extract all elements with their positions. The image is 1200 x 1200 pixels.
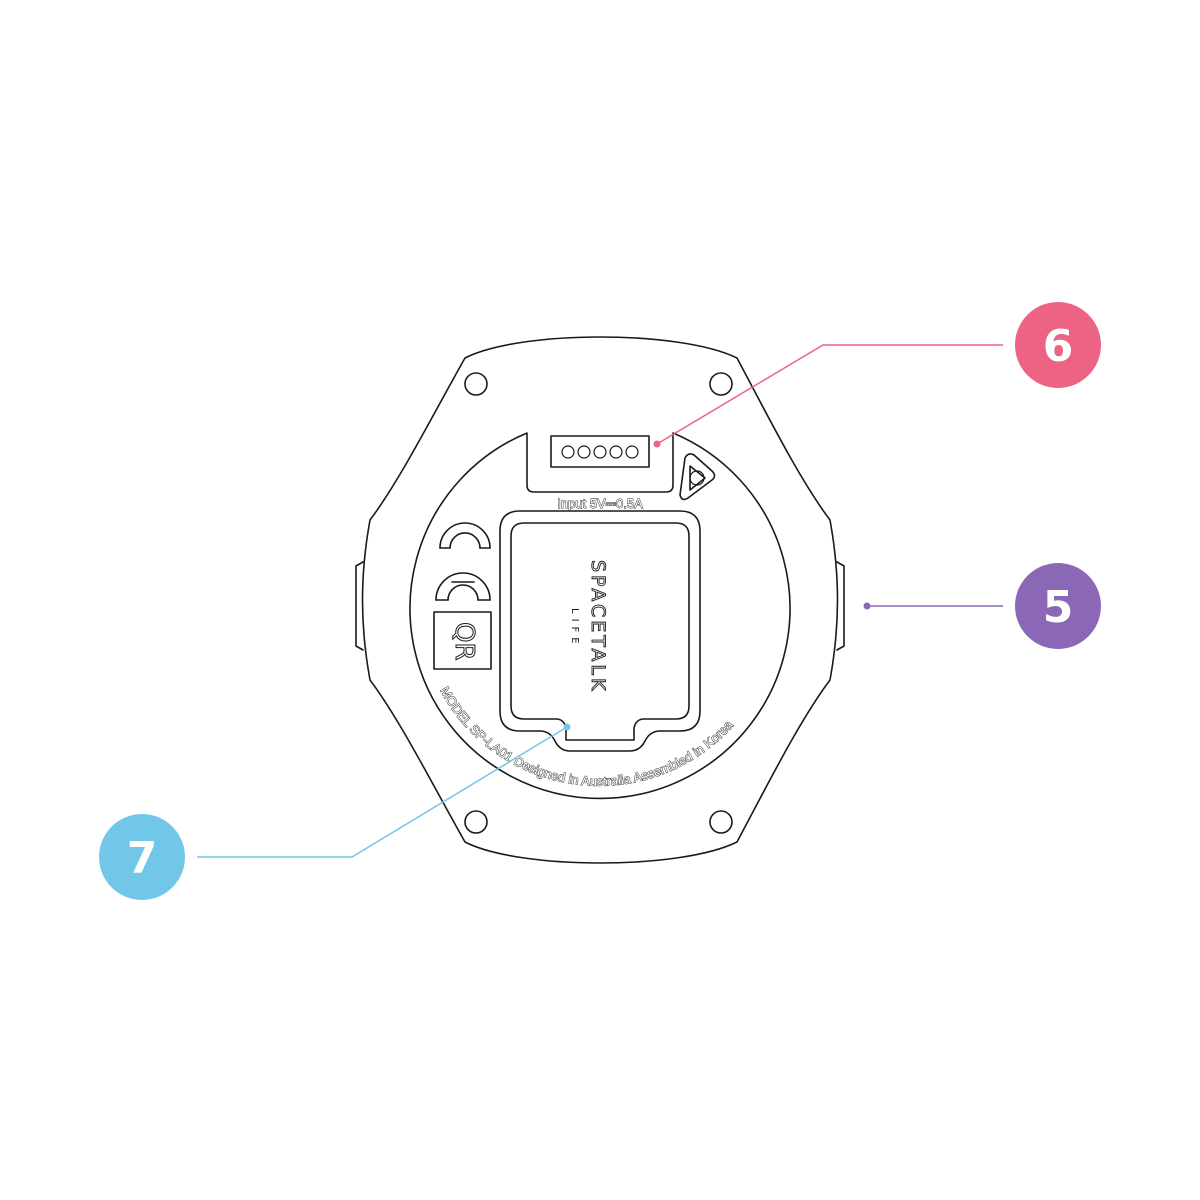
callout-5-number: 5 bbox=[1043, 582, 1074, 633]
qr-frame bbox=[433, 611, 492, 670]
brand-sub: LIFE bbox=[569, 608, 580, 649]
callout-6: 6 bbox=[653, 302, 1101, 448]
callout-5-badge bbox=[1015, 563, 1101, 649]
callout-6-leader bbox=[656, 344, 1003, 445]
case-outline bbox=[361, 336, 839, 864]
sensor-window-outer bbox=[499, 510, 701, 752]
connector-frame bbox=[550, 435, 650, 468]
callout-6-dot bbox=[653, 440, 661, 448]
input-rating: Input 5V⎓0.5A bbox=[557, 496, 643, 511]
back-cover-outline bbox=[409, 432, 791, 800]
model-text: MODEL SP-LA01 Designed in Australia Asse… bbox=[437, 684, 737, 790]
callout-7-badge bbox=[99, 814, 185, 900]
qr-label: QR bbox=[449, 622, 479, 661]
callout-6-number: 6 bbox=[1043, 321, 1074, 372]
charging-connector bbox=[550, 435, 650, 468]
ce-mark-icon bbox=[435, 572, 491, 601]
left-side-button bbox=[355, 561, 364, 651]
screw-hole-bottom-left bbox=[464, 810, 488, 834]
right-side-button bbox=[836, 561, 845, 651]
callout-7-dot bbox=[563, 723, 571, 731]
brand-logo: SPACETALK bbox=[587, 560, 610, 694]
compliance-triangle-icon bbox=[679, 453, 716, 501]
callout-6-badge bbox=[1015, 302, 1101, 388]
brand-name: SPACETALK bbox=[587, 560, 609, 693]
qr-box: QR bbox=[433, 611, 492, 670]
back-cover bbox=[409, 432, 791, 800]
brand-sub-logo: LIFE bbox=[569, 608, 580, 649]
callout-7: 7 bbox=[99, 723, 571, 900]
callout-5: 5 bbox=[863, 563, 1101, 649]
callout-7-leader bbox=[197, 726, 568, 858]
callout-7-number: 7 bbox=[127, 833, 158, 884]
screw-hole-bottom-right bbox=[709, 810, 733, 834]
callout-5-dot bbox=[863, 602, 871, 610]
sensor-window bbox=[499, 510, 701, 752]
watch-case bbox=[355, 336, 845, 864]
c-tick-mark-icon bbox=[439, 522, 491, 549]
model-arc-text: MODEL SP-LA01 Designed in Australia Asse… bbox=[437, 684, 736, 789]
screw-hole-top-left bbox=[464, 372, 488, 396]
screw-hole-top-right bbox=[709, 372, 733, 396]
sensor-window-inner bbox=[510, 522, 690, 741]
